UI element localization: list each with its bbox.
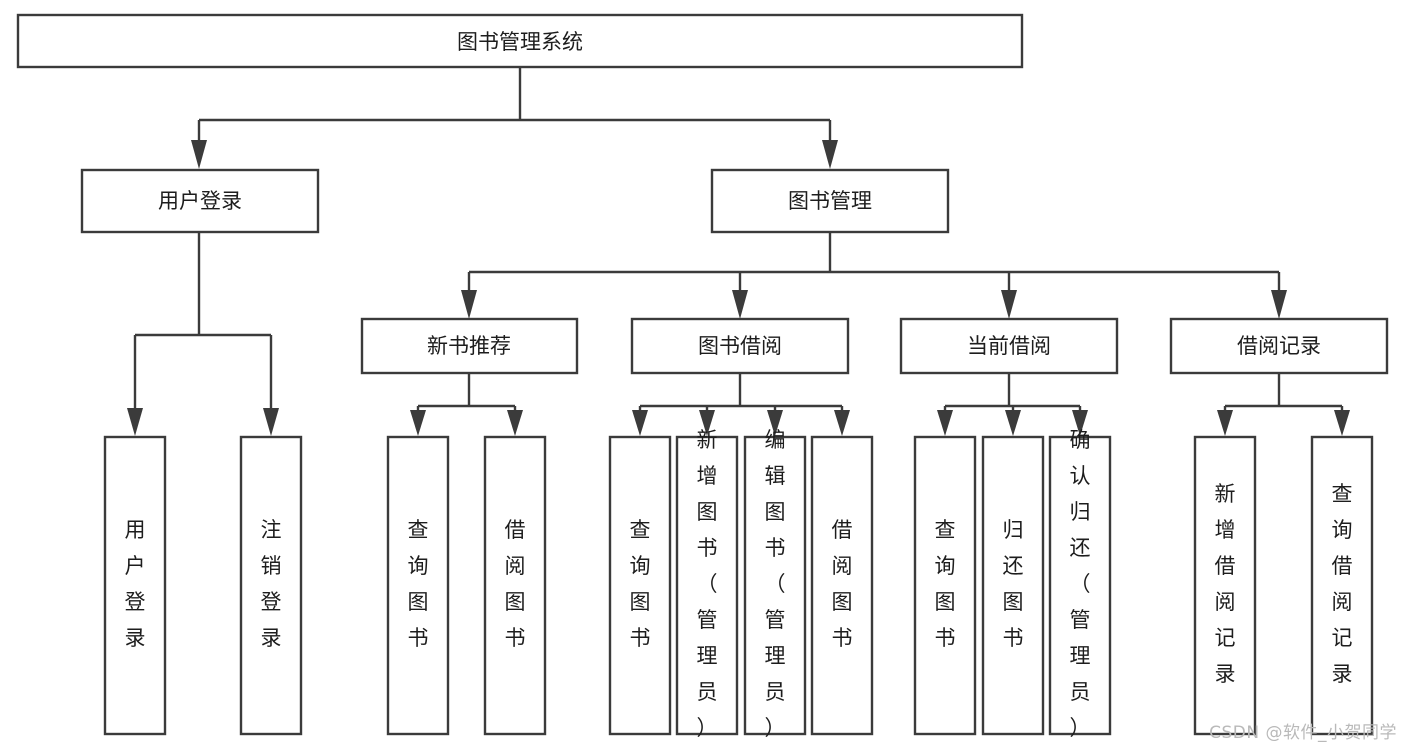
arrow-head-leaf-borrow-book-2	[834, 410, 850, 436]
node-leaf-logout-box[interactable]	[239, 435, 303, 736]
node-book-manage-box[interactable]	[710, 168, 950, 234]
node-leaf-borrow-book-1[interactable]: 借阅图书	[483, 435, 547, 736]
node-leaf-add-record-label: 新增借阅记录	[1215, 482, 1236, 686]
connector-group-book-manage	[461, 232, 1287, 319]
node-leaf-query-book-2-box[interactable]	[608, 435, 672, 736]
connector-group-current-borrow	[937, 373, 1088, 436]
node-user-login-label: 用户登录	[158, 189, 242, 213]
node-root-box[interactable]	[16, 13, 1024, 69]
node-leaf-query-book-1[interactable]: 查询图书	[386, 435, 450, 736]
connector-group-new-book-recommend	[410, 373, 523, 436]
node-leaf-confirm-return[interactable]: 确认归还（管理员）	[1048, 428, 1112, 740]
node-new-book-recommend-label: 新书推荐	[427, 334, 511, 358]
node-current-borrow-label: 当前借阅	[967, 334, 1051, 358]
arrow-head-leaf-return-book	[1005, 410, 1021, 436]
node-leaf-confirm-return-box[interactable]	[1048, 435, 1112, 736]
node-leaf-edit-book-box[interactable]	[743, 435, 807, 736]
node-root[interactable]: 图书管理系统	[16, 13, 1024, 69]
node-leaf-confirm-return-label: 确认归还（管理员）	[1070, 428, 1091, 740]
node-leaf-add-book-label: 新增图书（管理员）	[697, 428, 718, 740]
node-borrow-record-box[interactable]	[1169, 317, 1389, 375]
arrow-head-leaf-user-login	[127, 408, 143, 436]
node-leaf-logout[interactable]: 注销登录	[239, 435, 303, 736]
node-leaf-edit-book-label: 编辑图书（管理员）	[765, 428, 786, 740]
arrow-head-leaf-query-record	[1334, 410, 1350, 436]
node-book-manage-label: 图书管理	[788, 189, 872, 213]
arrow-head-leaf-add-record	[1217, 410, 1233, 436]
node-leaf-return-book-label: 归还图书	[1003, 518, 1024, 650]
node-leaf-return-book[interactable]: 归还图书	[981, 435, 1045, 736]
node-user-login[interactable]: 用户登录	[80, 168, 320, 234]
arrow-head-leaf-logout	[263, 408, 279, 436]
arrow-head-leaf-query-book-2	[632, 410, 648, 436]
arrow-head-leaf-add-book	[699, 410, 715, 436]
node-borrow-record[interactable]: 借阅记录	[1169, 317, 1389, 375]
node-book-manage[interactable]: 图书管理	[710, 168, 950, 234]
node-leaf-query-book-3-label: 查询图书	[935, 518, 956, 650]
arrow-head-leaf-confirm-return	[1072, 410, 1088, 436]
node-borrow-record-label: 借阅记录	[1237, 334, 1321, 358]
node-leaf-query-record[interactable]: 查询借阅记录	[1310, 435, 1374, 736]
node-leaf-edit-book[interactable]: 编辑图书（管理员）	[743, 428, 807, 740]
node-leaf-borrow-book-2-label: 借阅图书	[832, 518, 853, 650]
node-leaf-borrow-book-2-box[interactable]	[810, 435, 874, 736]
arrow-head-new-book-recommend	[461, 290, 477, 319]
node-leaf-query-record-box[interactable]	[1310, 435, 1374, 736]
node-leaf-borrow-book-1-box[interactable]	[483, 435, 547, 736]
node-book-borrow[interactable]: 图书借阅	[630, 317, 850, 375]
node-leaf-query-book-2[interactable]: 查询图书	[608, 435, 672, 736]
connector-group-user-login	[127, 232, 279, 436]
arrow-head-borrow-record	[1271, 290, 1287, 319]
node-leaf-user-login-box[interactable]	[103, 435, 167, 736]
node-leaf-user-login[interactable]: 用户登录	[103, 435, 167, 736]
node-current-borrow[interactable]: 当前借阅	[899, 317, 1119, 375]
node-leaf-user-login-label: 用户登录	[125, 518, 146, 650]
node-leaf-query-book-1-box[interactable]	[386, 435, 450, 736]
node-leaf-query-record-label: 查询借阅记录	[1332, 482, 1353, 686]
connector-group-borrow-record	[1217, 373, 1350, 436]
arrow-head-leaf-edit-book	[767, 410, 783, 436]
arrow-head-leaf-query-book-3	[937, 410, 953, 436]
connector-group-book-borrow	[632, 373, 850, 436]
node-leaf-return-book-box[interactable]	[981, 435, 1045, 736]
node-new-book-recommend-box[interactable]	[360, 317, 579, 375]
node-book-borrow-label: 图书借阅	[698, 334, 782, 358]
node-book-borrow-box[interactable]	[630, 317, 850, 375]
node-leaf-add-book-box[interactable]	[675, 435, 739, 736]
connector-group-root	[191, 67, 838, 169]
node-leaf-query-book-1-label: 查询图书	[408, 518, 429, 650]
node-leaf-add-book[interactable]: 新增图书（管理员）	[675, 428, 739, 740]
node-leaf-query-book-3[interactable]: 查询图书	[913, 435, 977, 736]
arrow-head-leaf-borrow-book-1	[507, 410, 523, 436]
node-leaf-borrow-book-2[interactable]: 借阅图书	[810, 435, 874, 736]
node-leaf-logout-label: 注销登录	[261, 518, 282, 650]
node-current-borrow-box[interactable]	[899, 317, 1119, 375]
node-user-login-box[interactable]	[80, 168, 320, 234]
arrow-head-book-borrow	[732, 290, 748, 319]
node-leaf-query-book-3-box[interactable]	[913, 435, 977, 736]
node-leaf-add-record[interactable]: 新增借阅记录	[1193, 435, 1257, 736]
node-new-book-recommend[interactable]: 新书推荐	[360, 317, 579, 375]
arrow-head-book-manage	[822, 140, 838, 169]
node-leaf-borrow-book-1-label: 借阅图书	[505, 518, 526, 650]
arrow-head-current-borrow	[1001, 290, 1017, 319]
arrow-head-leaf-query-book-1	[410, 410, 426, 436]
node-leaf-add-record-box[interactable]	[1193, 435, 1257, 736]
node-root-label: 图书管理系统	[457, 30, 583, 54]
node-leaf-query-book-2-label: 查询图书	[630, 518, 651, 650]
arrow-head-user-login	[191, 140, 207, 169]
